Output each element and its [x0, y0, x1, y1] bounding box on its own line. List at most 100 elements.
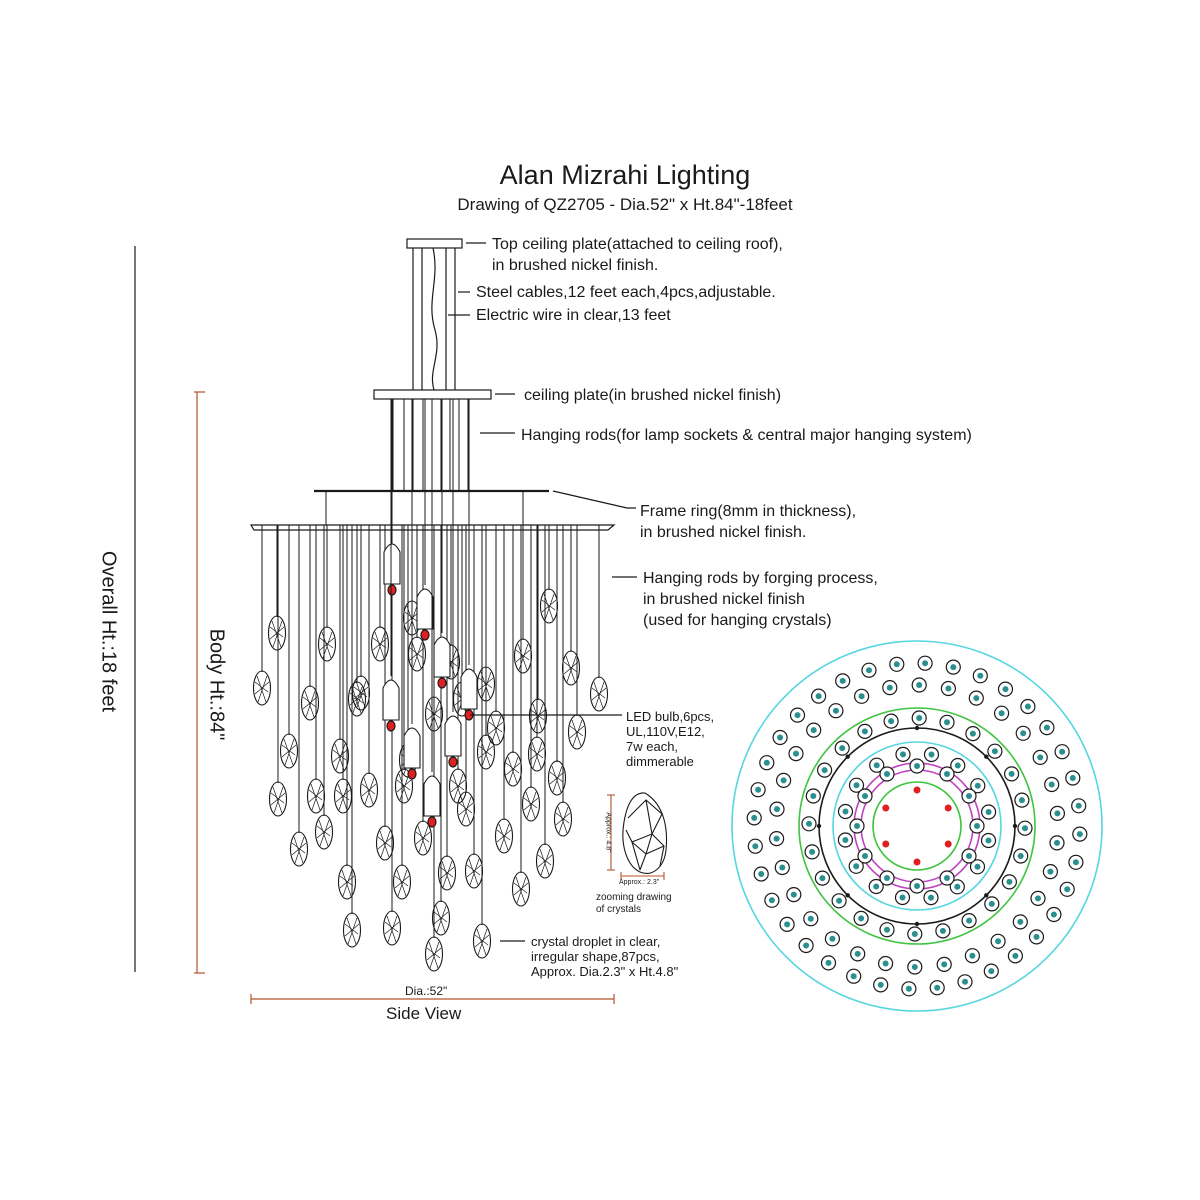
label-zoom-width: Approx.: 2.3"	[619, 879, 660, 886]
top-crystal-center	[1017, 853, 1024, 859]
top-crystal-center	[829, 935, 836, 942]
frame-attach-point	[914, 921, 920, 927]
top-crystal-center	[873, 883, 880, 890]
frame-attach-point	[914, 725, 920, 731]
top-crystal-center	[861, 728, 868, 735]
crystal-facets	[549, 765, 565, 793]
top-crystal-center	[1002, 686, 1009, 693]
top-crystal-center	[893, 661, 900, 668]
top-crystal-center	[821, 767, 828, 774]
top-crystal-center	[922, 660, 929, 667]
top-crystal-center	[773, 835, 780, 842]
label-top-ceiling-plate: Top ceiling plate(attached to ceiling ro…	[492, 236, 783, 274]
top-crystal-center	[886, 684, 893, 691]
crystal-facets	[513, 876, 529, 904]
top-crystal-center	[790, 891, 797, 898]
top-crystal-center	[985, 837, 992, 844]
crystal-droplet	[359, 772, 379, 808]
crystal-droplet	[553, 801, 573, 837]
top-crystal-center	[809, 848, 816, 855]
inner-green-ring	[872, 781, 962, 871]
top-crystal-center	[988, 900, 995, 907]
crystal-droplet	[521, 786, 541, 822]
top-crystal-center	[1048, 781, 1055, 788]
crystal-droplet	[527, 736, 547, 772]
crystal-facets	[332, 743, 348, 771]
crystal-facets	[515, 643, 531, 671]
top-crystal-center	[884, 771, 890, 777]
crystal-facets	[555, 806, 571, 834]
top-crystal-center	[1076, 831, 1083, 838]
crystal-droplet	[337, 864, 357, 900]
top-crystal-center	[1064, 886, 1071, 893]
top-crystal-center	[862, 793, 868, 799]
crystal-droplet	[330, 738, 350, 774]
top-crystal-center	[974, 863, 981, 870]
top-view-attach-points	[816, 725, 1018, 927]
top-crystal-center	[966, 853, 972, 859]
crystal-droplet	[300, 685, 320, 721]
top-crystal-center	[977, 672, 984, 679]
crystal-droplet	[370, 626, 390, 662]
led-bulb	[420, 629, 430, 641]
inner-cyan-ring	[832, 741, 1002, 911]
top-crystal-center	[768, 897, 775, 904]
label-electric-wire: Electric wire in clear,13 feet	[476, 307, 671, 324]
label-hanging-rods-forged: Hanging rods by forging process, in brus…	[643, 570, 878, 629]
top-crystal-center	[966, 917, 973, 924]
top-crystal-center	[854, 823, 860, 829]
top-crystal-center	[962, 978, 968, 985]
zoomed-crystal-outline	[622, 792, 668, 874]
crystal-droplet	[589, 676, 609, 712]
side-view-drawing	[249, 238, 637, 972]
top-crystal-center	[807, 915, 814, 922]
crystal-facets	[569, 719, 585, 747]
crystal-facets	[319, 631, 335, 659]
top-crystal-center	[973, 695, 980, 702]
top-crystal-center	[1018, 797, 1025, 804]
top-crystal-center	[1012, 952, 1019, 959]
top-ceiling-plate	[406, 238, 463, 249]
top-crystal-center	[888, 718, 895, 725]
top-crystal-center	[914, 763, 920, 769]
top-crystal-center	[884, 875, 890, 881]
crystal-facets	[302, 690, 318, 718]
led-bulb	[387, 584, 397, 596]
top-crystal-center	[854, 950, 861, 957]
top-crystal-center	[850, 973, 857, 980]
top-crystal-center	[900, 751, 906, 758]
top-crystal-center	[1037, 754, 1044, 761]
top-crystal-center	[985, 809, 992, 815]
top-crystal-center	[815, 693, 822, 700]
label-diameter: Dia.:52"	[405, 984, 448, 998]
top-led-bulb	[944, 804, 952, 812]
crystal-facets	[537, 848, 553, 876]
frame-attach-point	[845, 754, 850, 759]
crystal-facets	[384, 915, 400, 943]
top-crystal-center	[825, 959, 832, 966]
top-view-drawing	[731, 640, 1103, 1012]
led-bulbs	[382, 399, 478, 828]
top-crystal-center	[1075, 802, 1082, 809]
zoomed-crystal-drawing	[607, 792, 668, 880]
top-crystal-center	[794, 712, 801, 719]
top-crystal-center	[1047, 868, 1054, 875]
crystal-droplet	[375, 825, 395, 861]
top-crystal-center	[916, 682, 923, 688]
top-crystal-center	[1033, 933, 1040, 940]
top-crystal-center	[911, 964, 918, 970]
zoomed-crystal-facets	[625, 799, 665, 871]
crystal-droplet	[561, 650, 581, 686]
top-crystal-center	[1020, 730, 1027, 737]
top-crystal-center	[779, 864, 786, 871]
top-crystal-center	[839, 745, 846, 752]
bulb-socket	[433, 636, 451, 678]
crystal-droplet	[413, 820, 433, 856]
top-crystal-center	[784, 921, 791, 928]
bulb-socket	[403, 727, 421, 769]
crystal-facets	[335, 783, 351, 811]
bulb-socket	[423, 775, 441, 817]
top-crystal-center	[899, 894, 906, 901]
crystal-droplet	[476, 734, 496, 770]
green-ring	[798, 707, 1036, 945]
